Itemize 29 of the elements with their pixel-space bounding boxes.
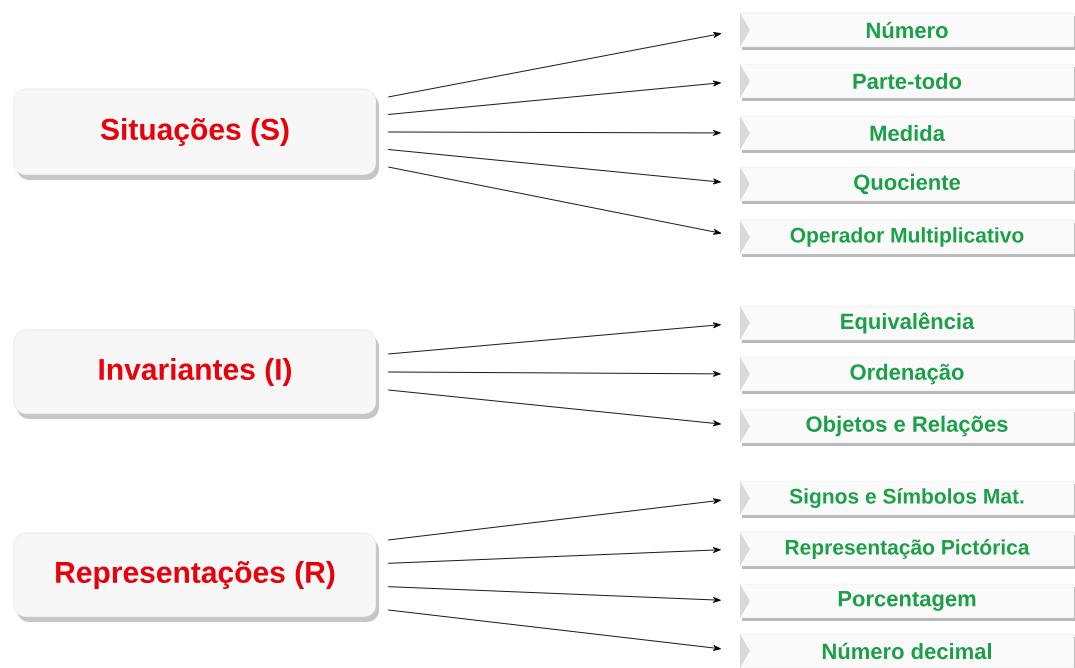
category-box: Invariantes (I): [13, 329, 379, 419]
category-box: Representações (R): [13, 532, 379, 622]
item-box: Representação Pictórica: [739, 531, 1075, 569]
item-box: Ordenação: [739, 356, 1075, 394]
arrow: [387, 166, 722, 235]
arrow: [387, 609, 722, 651]
arrow: [387, 129, 721, 136]
arrow: [387, 322, 721, 355]
arrow: [387, 498, 722, 541]
item-box: Porcentagem: [739, 583, 1075, 621]
arrow: [387, 586, 721, 603]
item-box: Número: [739, 12, 1075, 50]
node-label: Objetos e Relações: [806, 415, 1008, 437]
item-box: Parte-todo: [739, 63, 1075, 101]
arrow: [387, 149, 721, 185]
item-box: Objetos e Relações: [739, 408, 1075, 446]
arrow: [387, 32, 722, 98]
arrow: [387, 389, 721, 427]
arrow: [387, 80, 721, 115]
node-label: Medida: [870, 124, 946, 142]
item-box: Equivalência: [739, 305, 1075, 343]
item-box: Quociente: [739, 166, 1075, 204]
arrow: [387, 370, 721, 377]
item-box: Número decimal: [739, 633, 1075, 668]
category-box: Situações (S): [13, 88, 379, 180]
item-box: Signos e Símbolos Mat.: [739, 480, 1075, 518]
item-box: Medida: [739, 115, 1075, 153]
arrow: [387, 547, 721, 564]
item-box: Operador Multiplicativo: [739, 219, 1075, 257]
